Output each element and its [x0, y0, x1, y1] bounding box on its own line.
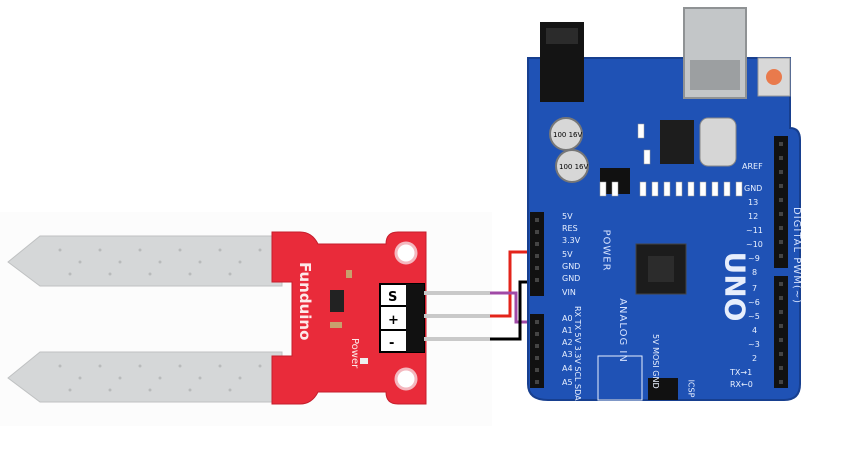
header-holes	[535, 142, 783, 384]
atmega-chip	[635, 243, 687, 295]
pin-label-5: ~5	[748, 312, 760, 321]
pin-label-plus: +	[388, 313, 399, 328]
sensor-pcb	[271, 231, 427, 405]
pin-label-res: RES	[562, 224, 578, 233]
sensor-power-label: Power	[349, 338, 360, 369]
digital-pwm-label: DIGITAL PWM(~)	[791, 207, 802, 304]
soil-moisture-sensor: Funduino Power S + -	[7, 231, 490, 405]
header-pin-minus	[424, 337, 490, 341]
pin-label-a3: A3	[562, 350, 573, 359]
pin-label-11: ~11	[746, 226, 763, 235]
mount-hole-bottom	[394, 367, 418, 391]
analog-in-label: ANALOG IN	[616, 298, 628, 363]
icsp-header	[648, 378, 678, 400]
arduino-model-label: UNO	[718, 251, 752, 322]
wire-purple	[490, 291, 530, 324]
analog-header	[530, 314, 544, 388]
sensor-led	[360, 358, 368, 364]
pin-label-s: S	[388, 290, 397, 305]
smd-row	[599, 123, 743, 197]
pin-label-9: ~9	[748, 254, 760, 263]
prong-texture	[58, 248, 262, 392]
bottom-label-box	[597, 355, 643, 401]
mount-hole-top	[394, 241, 418, 265]
ic-pins-label: 5V MOSI GND	[651, 334, 660, 389]
header-pin-s	[424, 291, 490, 295]
crystal	[699, 117, 737, 167]
wire-red	[490, 250, 530, 318]
pin-label-2: 2	[752, 354, 758, 363]
usb-chip	[660, 120, 694, 164]
pin-label-8: 8	[752, 268, 758, 277]
pin-label-rx: RX←0	[730, 380, 753, 389]
pin-label-a1: A1	[562, 326, 573, 335]
capacitor-1	[549, 117, 583, 151]
pin-label-6: ~6	[748, 298, 760, 307]
pin-label-a2: A2	[562, 338, 573, 347]
pin-label-vin: VIN	[562, 288, 576, 297]
wires	[490, 250, 530, 341]
pin-label-12: 12	[748, 212, 759, 221]
pin-label-3: ~3	[748, 340, 760, 349]
pin-label-10: ~10	[746, 240, 763, 249]
pin-label-gnd-1: GND	[562, 262, 581, 271]
header-pin-plus	[424, 314, 490, 318]
pin-label-gnd-d: GND	[744, 184, 763, 193]
pin-label-4: 4	[752, 326, 758, 335]
pin-label-a0: A0	[562, 314, 573, 323]
power-section-label: POWER	[600, 229, 612, 272]
pin-label-gnd-2: GND	[562, 274, 581, 283]
pin-label-tx: TX→1	[730, 368, 753, 377]
pin-label-a4: A4	[562, 364, 573, 373]
pin-label-13: 13	[748, 198, 759, 207]
arduino-uno-board: 100 16V 100 16V	[527, 7, 801, 401]
pin-label-5v: 5V	[562, 250, 573, 259]
tx-rx-row-label: RX TX 5V 3.3V SCL SDA	[573, 306, 582, 401]
pin-label-minus: -	[389, 336, 394, 351]
sensor-ic	[330, 290, 344, 312]
wire-black	[490, 280, 530, 341]
pin-label-aref: AREF	[742, 162, 763, 171]
capacitor-2	[555, 149, 589, 183]
pin-label-7: 7	[752, 284, 758, 293]
pin-label-a5: A5	[562, 378, 573, 387]
digital-header-bottom	[774, 276, 788, 388]
pin-label-3v3: 3.3V	[562, 236, 581, 245]
icsp-label: ICSP	[686, 379, 696, 398]
capacitor-2-label: 100 16V	[559, 163, 588, 171]
sensor-brand: Funduino	[296, 262, 314, 340]
capacitor-1-label: 100 16V	[553, 131, 582, 139]
pin-label-5v-top: 5V	[562, 212, 573, 221]
